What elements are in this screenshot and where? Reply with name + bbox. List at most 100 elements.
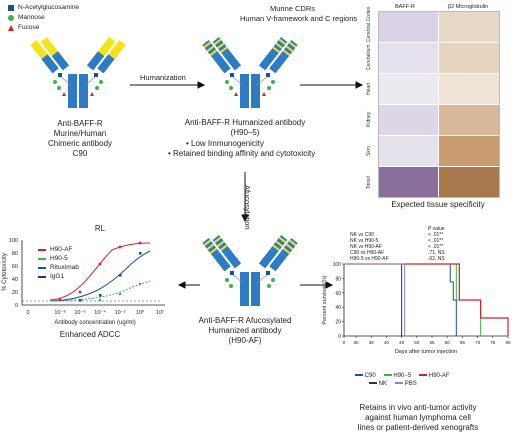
line-swatch-icon (38, 275, 46, 278)
triangle-icon (8, 24, 14, 31)
stats-value: < .01** (428, 238, 444, 244)
survival-ytick-label: 20 (335, 320, 341, 326)
survival-ytick-label: 40 (335, 305, 341, 311)
stats-label: C90 vs H90-AF (350, 250, 385, 256)
humanized-title-1: Anti-BAFF-R Humanized antibody (184, 118, 306, 127)
survival-ytick-label: 80 (335, 276, 341, 282)
murine-cdrs-label: Murine CDRs (270, 4, 316, 13)
square-icon (8, 4, 14, 11)
adcc-legend-igg1: IgG1 (38, 273, 64, 280)
adcc-xtick: 10⁻⁶ (74, 309, 85, 316)
survival-xtick-label: 65 (460, 340, 466, 345)
adcc-ytick: 60 (12, 264, 18, 270)
tissue-caption: Expected tissue specificity (391, 200, 485, 209)
stats-label: NK vs H90-AF (350, 244, 382, 250)
survival-ytick-label: 60 (335, 291, 341, 297)
line-swatch-icon (38, 248, 46, 251)
survival-series-nk (344, 263, 403, 336)
line-swatch-icon (369, 382, 377, 385)
humanized-bullet-1: • Low Immunogenicity (186, 139, 264, 148)
stats-row: NK vs H90-AF < .01** (350, 244, 445, 250)
adcc-xtick: 10⁰ (136, 309, 145, 316)
legend-glcnac: N-Acetylglucosamine (8, 4, 79, 11)
adcc-xtick: 0 (26, 310, 29, 316)
tissue-row-tonsil: Tonsil (366, 176, 372, 189)
adcc-legend-label: H90-5 (50, 255, 68, 262)
stats-row: NK vs C90 < .01** (350, 232, 445, 238)
survival-xtick-label: 75 (490, 340, 496, 345)
chimeric-line4: C90 (72, 149, 88, 158)
chimeric-antibody-icon (30, 37, 126, 108)
adcc-xlabel: Antibody concentration (ug/ml) (54, 320, 135, 326)
line-swatch-icon (355, 374, 363, 377)
stats-header: P value (428, 226, 445, 232)
legend-label: Fucose (18, 24, 40, 31)
legend-fucose: Fucose (8, 24, 39, 31)
adcc-ytick: 0 (15, 303, 18, 309)
stats-row: H90-5 vs H90-AF.62, NS (350, 256, 445, 262)
adcc-ytick: 20 (12, 290, 18, 296)
survival-ytick-label: 100 (333, 262, 342, 268)
survival-series-h90-af (344, 263, 509, 336)
legend-mannose: Mannose (8, 14, 45, 21)
survival-xtick-label: 30 (353, 340, 359, 345)
survival-caption-3: lines or patient-derived xenografts (357, 423, 479, 432)
survival-xtick-label: 80 (505, 340, 511, 345)
survival-xtick-label: 70 (475, 340, 481, 345)
adcc-ytick: 80 (12, 251, 18, 257)
humanized-antibody-icon (202, 37, 298, 108)
stats-row: C90 vs H90-AF.71, NS (350, 250, 445, 256)
adcc-ytick: 40 (12, 277, 18, 283)
line-swatch-icon (395, 382, 404, 385)
stats-label: NK vs H90-5 (350, 238, 379, 244)
human-framework-label: Human V-framework and C regions (240, 14, 358, 23)
circle-icon (8, 14, 14, 21)
survival-xtick-label: 60 (445, 340, 451, 345)
adcc-title: RL (94, 224, 106, 233)
adcc-xtick: 10⁻⁴ (94, 309, 106, 316)
adcc-xtick: 10² (156, 310, 164, 316)
stats-label: H90-5 vs H90-AF (350, 256, 389, 262)
survival-xlabel: Days after tumor injection (395, 349, 457, 355)
surv-legend-nk: NK (369, 381, 387, 387)
stats-label: NK vs C90 (350, 232, 374, 238)
adcc-chart: 100 80 60 40 20 0 0 10⁻⁸ 10⁻⁶ 10⁻⁴ 10⁻² … (2, 238, 165, 326)
adcc-xtick: 10⁻² (115, 310, 126, 316)
chimeric-line3: Chimeric antibody (47, 139, 113, 148)
survival-xtick-label: 55 (429, 340, 435, 345)
chimeric-line2: Murine/Human (53, 129, 107, 138)
adcc-xtick: 10⁻⁸ (54, 309, 65, 316)
survival-caption-2: against human lymphoma cell (365, 413, 471, 422)
adcc-legend-label: H90-AF (50, 246, 73, 253)
surv-legend-h905: H90−5 (383, 373, 411, 379)
survival-stats: P value NK vs C90 < .01** NK vs H90-5 < .01… (350, 226, 445, 262)
stats-value: < .01** (428, 232, 444, 238)
survival-xtick-label: 50 (414, 340, 420, 345)
tissue-col-baffr: BAFF-R (395, 4, 415, 10)
survival-ylabel: Percent survival (%) (322, 275, 328, 324)
adcc-legend-h90af: H90-AF (38, 246, 72, 253)
afuco-line3: (H90-AF) (228, 336, 262, 345)
legend-label: Mannose (18, 14, 45, 21)
adcc-legend-h905: H90-5 (38, 255, 68, 262)
line-swatch-icon (38, 257, 46, 260)
survival-series-pbs (344, 263, 406, 336)
stats-value: < .01** (428, 244, 444, 250)
surv-legend-h90af: H90-AF (419, 373, 450, 379)
line-swatch-icon (38, 266, 46, 269)
legend-label: N-Acetylglucosamine (18, 4, 80, 11)
line-swatch-icon (419, 374, 428, 377)
tissue-row-cortex: Cerebral Cortex (366, 6, 372, 42)
stats-row: NK vs H90-5 < .01** (350, 238, 445, 244)
tissue-row-skin: Skin (366, 146, 372, 156)
adcc-caption: Enhanced ADCC (59, 330, 121, 339)
chimeric-line1: Anti-BAFF-R (57, 119, 103, 128)
adcc-ytick: 100 (9, 238, 18, 244)
humanized-bullet-2: • Retained binding affinity and cytotoxi… (168, 149, 316, 158)
afucosylated-antibody-icon (202, 235, 298, 306)
adcc-ylabel: % Cytotoxicity (2, 253, 8, 291)
tissue-row-heart: Heart (366, 82, 372, 95)
surv-legend-pbs: PBS (395, 381, 417, 387)
